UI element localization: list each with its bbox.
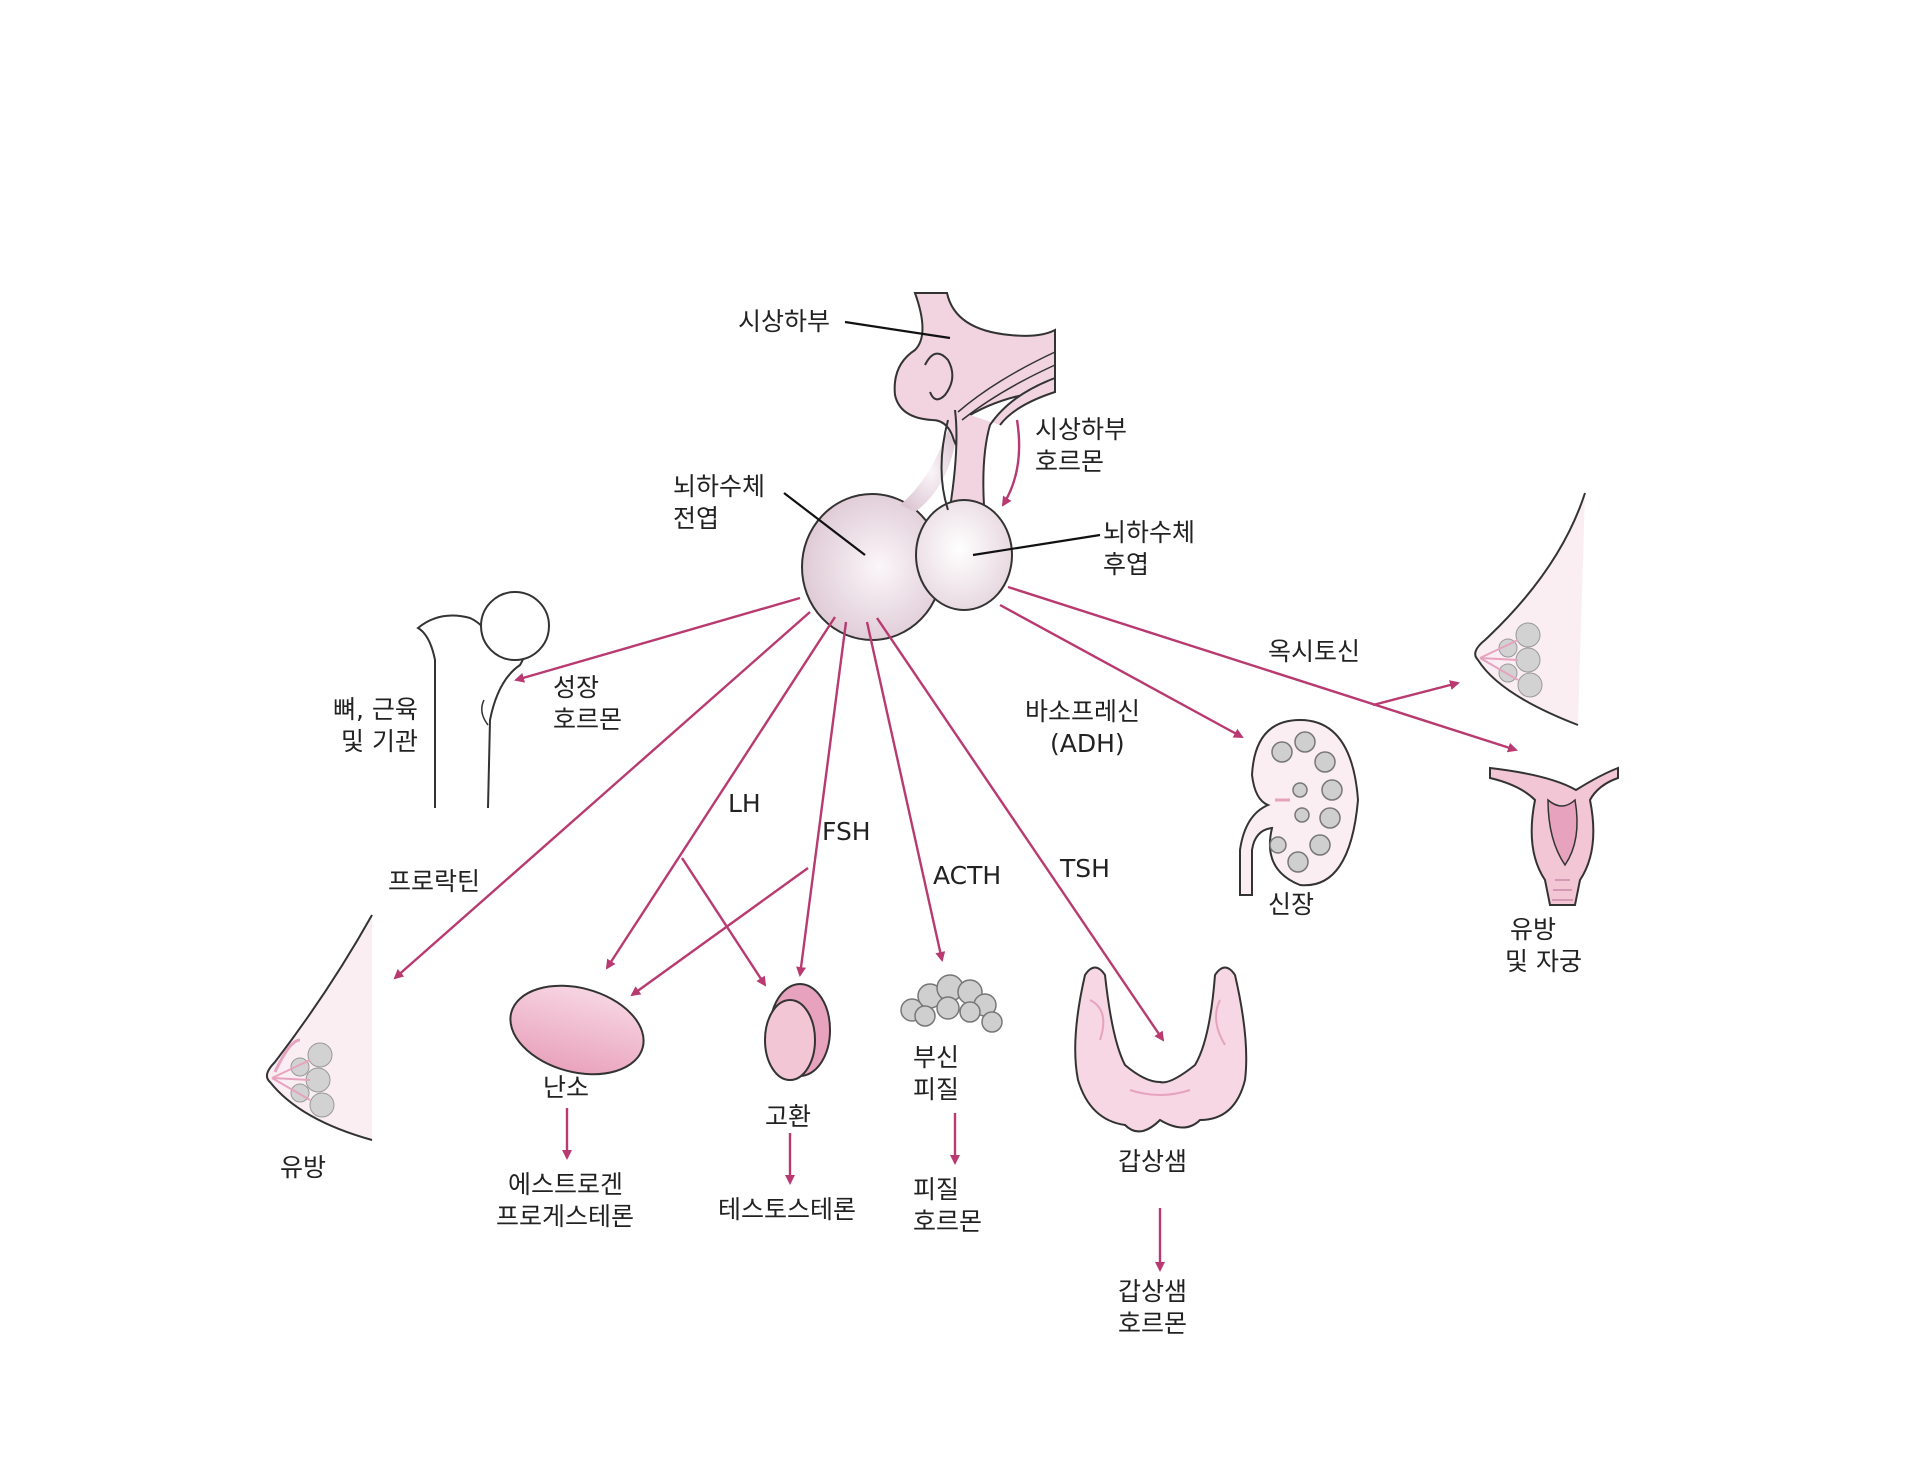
hypothalamus-label: 시상하부 (738, 307, 830, 336)
hypothalamic-hormone-arrow (1001, 419, 1021, 507)
posterior-leader (972, 533, 1101, 557)
growth-hormone-label-2: 호르몬 (553, 705, 622, 734)
ovary-hormones-label-1: 에스트로겐 (508, 1170, 623, 1199)
oxytocin-label: 옥시토신 (1268, 637, 1360, 666)
ovary (509, 984, 645, 1076)
cortical-hormone-label-1: 피질 (913, 1175, 959, 1204)
femur-bone (416, 591, 550, 809)
lh-label: LH (728, 789, 761, 818)
hypothalamus-fold (924, 352, 954, 401)
posterior-pituitary (915, 499, 1013, 611)
thyroid-gland (1074, 966, 1248, 1133)
breast-left (265, 914, 373, 1141)
fsh-arrow (796, 621, 848, 977)
prolactin-label: 프로락틴 (388, 867, 480, 896)
acth-arrow (865, 621, 946, 962)
testis (764, 983, 831, 1081)
testis-label: 고환 (765, 1102, 811, 1131)
tsh-arrow (876, 617, 1165, 1042)
cortical-hormone-label-2: 호르몬 (913, 1207, 982, 1236)
acth-label: ACTH (933, 861, 1001, 890)
ovary-hormones-label-2: 프로게스테론 (496, 1202, 634, 1231)
anterior-leader (783, 492, 866, 556)
adrenal-gland (900, 974, 1003, 1033)
oxytocin-arrow (1007, 585, 1518, 753)
posterior-label-1: 뇌하수체 (1103, 518, 1195, 547)
growth-hormone-label-1: 성장 (553, 673, 599, 702)
hypothalamus-leader (844, 320, 951, 340)
fsh-label: FSH (822, 817, 871, 846)
vasopressin-label-2: (ADH) (1050, 729, 1125, 758)
hypothalamic-hormone-label-1: 시상하부 (1035, 415, 1127, 444)
kidney (1239, 718, 1360, 896)
growth-hormone-arrow (514, 596, 801, 683)
breast-uterus-label-1: 유방 (1510, 915, 1556, 944)
breast-left-label: 유방 (280, 1153, 326, 1182)
ovary-label: 난소 (543, 1073, 589, 1102)
pituitary-gland (801, 292, 1056, 641)
thyroid-label: 갑상샘 (1118, 1147, 1187, 1176)
oxytocin-branch-breast-arrow (1372, 680, 1460, 707)
testosterone-label: 테스토스테론 (718, 1195, 856, 1224)
posterior-label-2: 후엽 (1103, 550, 1149, 579)
bone-label-2: 및 기관 (341, 727, 418, 756)
hypothalamus-tissue (893, 292, 1056, 446)
adrenal-label-1: 부신 (913, 1043, 959, 1072)
uterus (1489, 766, 1619, 906)
infundibulum-stalk (946, 376, 1056, 521)
stalk-inner-line-2 (957, 351, 1056, 413)
kidney-label: 신장 (1268, 890, 1314, 919)
fsh-branch-ovary-arrow (630, 867, 809, 997)
stalk-inner-line (961, 364, 1056, 421)
bone-label-1: 뼈, 근육 (333, 695, 418, 724)
prolactin-arrow (393, 611, 811, 980)
lh-branch-testis-arrow (680, 857, 767, 987)
vasopressin-arrow (999, 603, 1244, 739)
adrenal-label-2: 피질 (913, 1075, 959, 1104)
anterior-pituitary-stalk-join (900, 430, 955, 512)
tsh-label: TSH (1059, 854, 1110, 883)
posterior-stalk (940, 419, 949, 511)
anterior-label-2: 전엽 (673, 504, 719, 533)
breast-right (1474, 492, 1586, 726)
thyroid-hormone-label-1: 갑상샘 (1118, 1277, 1187, 1306)
anterior-label-1: 뇌하수체 (673, 472, 765, 501)
lh-arrow (605, 616, 837, 970)
thyroid-hormone-label-2: 호르몬 (1118, 1309, 1187, 1338)
hypothalamic-hormone-label-2: 호르몬 (1035, 447, 1104, 476)
breast-uterus-label-2: 및 자궁 (1505, 947, 1582, 976)
vasopressin-label-1: 바소프레신 (1025, 697, 1140, 726)
